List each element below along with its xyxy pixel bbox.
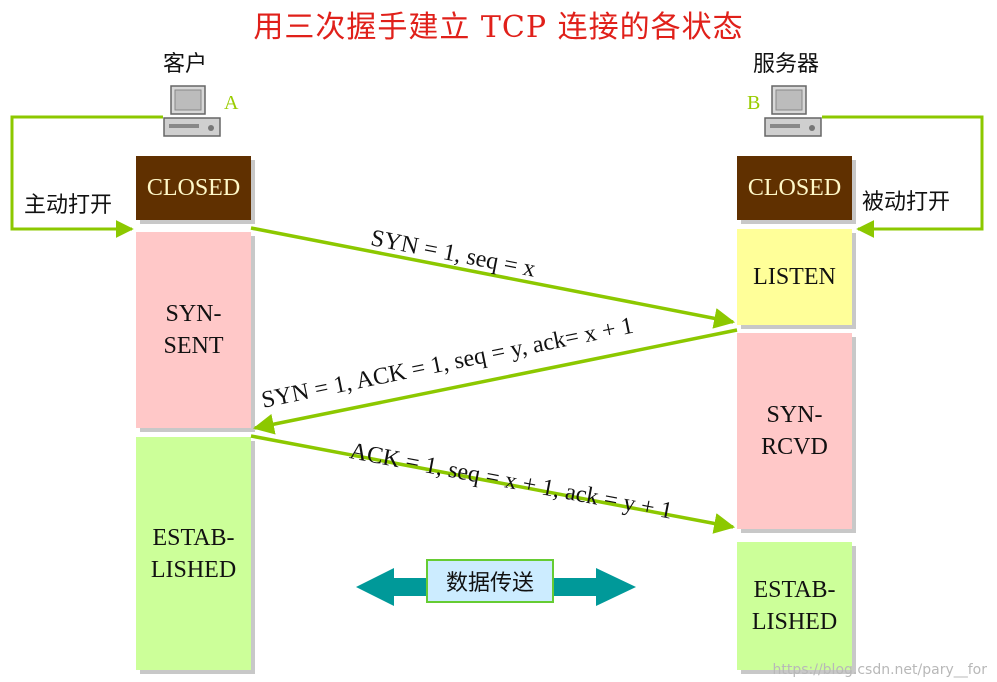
server-state-established: ESTAB- LISHED	[737, 542, 852, 670]
client-state-established: ESTAB- LISHED	[136, 437, 251, 670]
server-computer-icon	[764, 84, 822, 140]
client-computer-icon	[163, 84, 221, 140]
client-state-closed: CLOSED	[136, 156, 251, 220]
server-open-loop	[822, 115, 984, 238]
server-role-label: 服务器	[753, 52, 820, 77]
msg-arrow-syn-ack	[252, 328, 738, 435]
msg-arrow-syn	[250, 226, 736, 329]
server-host-letter: B	[747, 92, 761, 114]
client-open-loop	[10, 115, 163, 238]
msg-arrow-ack	[250, 434, 736, 534]
server-state-syn-rcvd: SYN- RCVD	[737, 333, 852, 529]
server-state-listen: LISTEN	[737, 229, 852, 325]
client-role-label: 客户	[163, 52, 208, 77]
server-state-closed: CLOSED	[737, 156, 852, 220]
watermark: https://blog.csdn.net/pary__for	[772, 662, 987, 678]
client-state-syn-sent: SYN- SENT	[136, 232, 251, 428]
server-open-label: 被动打开	[862, 190, 951, 215]
client-host-letter: A	[224, 92, 239, 114]
client-open-label: 主动打开	[24, 193, 113, 218]
diagram-title: 用三次握手建立 TCP 连接的各状态	[253, 10, 744, 45]
data-transfer-label: 数据传送	[426, 559, 554, 603]
